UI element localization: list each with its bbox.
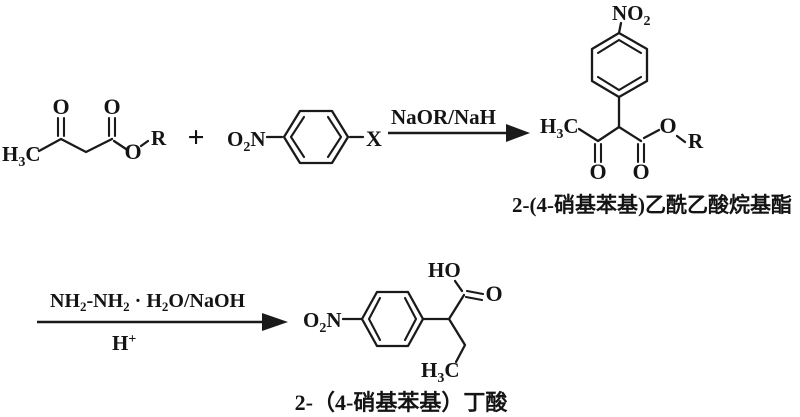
ketone-double-bond: [593, 142, 603, 164]
acid-double-bond: [464, 289, 485, 302]
reactant-acetoacetate: H3C O O O R: [2, 94, 167, 170]
formula-part: H: [112, 331, 128, 355]
product-step1: NO2 H3C O O O R 2-(4-硝基苯基)乙酰乙酸烷基酯: [512, 1, 792, 217]
formula-part: -NH: [87, 290, 124, 312]
formula-part: 3: [18, 155, 25, 170]
formula-part: · H: [130, 290, 163, 312]
ho-label: HO: [428, 258, 461, 282]
o2n-label: O2N: [303, 308, 342, 336]
formula-part: C: [563, 114, 578, 138]
product2-caption: 2-（4-硝基苯基）丁酸: [295, 390, 509, 415]
ester-carbonyl-oxygen-label: O: [103, 94, 120, 119]
ketone-bonds: [577, 125, 621, 143]
ester-carbonyl-double-bond: [636, 142, 646, 164]
benzene-ring-outline: [360, 290, 425, 348]
step1-arrow: NaOR/NaH: [388, 105, 530, 142]
acid-to-ho-bond: [453, 279, 464, 293]
carbonyl-to-ester-oxygen-bond: [112, 139, 128, 151]
step1-reagent-label: NaOR/NaH: [391, 105, 496, 129]
step2-reagent-label: NH2-NH2 · H2O/NaOH: [50, 290, 246, 314]
o2n-label: O2N: [227, 127, 266, 155]
r-group-label: R: [688, 129, 704, 153]
plus-sign: +: [187, 121, 204, 154]
no2-label: NO2: [612, 1, 651, 29]
h3c-label: H3C: [421, 358, 460, 386]
formula-part: +: [128, 332, 136, 347]
h3c-label: H3C: [2, 142, 41, 170]
formula-part: 2: [319, 321, 326, 336]
formula-part: 2: [162, 299, 169, 314]
formula-part: 3: [437, 371, 444, 386]
arrow-head: [506, 124, 530, 142]
ketone-oxygen-label: O: [589, 159, 606, 184]
product1-caption: 2-(4-硝基苯基)乙酰乙酸烷基酯: [512, 193, 792, 217]
formula-part: H: [540, 114, 556, 138]
formula-part: C: [444, 358, 459, 382]
formula-part: N: [326, 308, 341, 332]
formula-part: H: [421, 358, 437, 382]
carbonyl-to-ester-oxygen-bond: [642, 128, 661, 140]
formula-part: 2: [80, 299, 87, 314]
reactant-nitro-halobenzene: O2N X: [227, 109, 382, 165]
formula-part: 2: [644, 14, 651, 29]
benzene-ring-double-bonds: [289, 115, 343, 159]
acid-condition-label: H+: [112, 331, 136, 355]
ketone-oxygen-label: O: [52, 94, 69, 119]
product-step2: O2N HO O H3C 2-（4-硝基苯基）丁酸: [295, 258, 509, 415]
oxygen-to-r-bond: [675, 134, 687, 144]
arrow-head: [262, 313, 288, 331]
benzene-ring-double-bonds: [596, 38, 643, 92]
formula-part: H: [2, 142, 18, 166]
carbon-chain-bonds: [37, 137, 114, 154]
oxygen-to-r-bond: [139, 139, 150, 148]
halogen-x-label: X: [366, 126, 382, 151]
formula-part: 2: [123, 299, 130, 314]
ester-oxygen-label: O: [659, 113, 676, 138]
ch-to-acid-bond: [447, 293, 466, 321]
formula-part: O: [227, 127, 243, 151]
formula-part: 3: [556, 127, 563, 142]
nitro-to-ring-bond: [617, 21, 623, 35]
ester-oxygen-label: O: [124, 139, 141, 164]
ester-carbonyl-oxygen-label: O: [632, 159, 649, 184]
benzene-ring-outline: [282, 109, 350, 165]
formula-part: C: [25, 142, 40, 166]
formula-part: NO: [612, 1, 644, 25]
benzene-ring-double-bonds: [367, 296, 418, 342]
formula-part: NH: [50, 290, 80, 312]
step2-arrow: NH2-NH2 · H2O/NaOH H+: [37, 290, 288, 355]
ester-carbonyl-double-bond: [107, 116, 117, 138]
formula-part: O: [303, 308, 319, 332]
r-group-label: R: [151, 126, 167, 150]
benzene-ring-outline: [590, 31, 649, 99]
ch-to-ester-bond: [617, 125, 643, 143]
acid-oxygen-label: O: [485, 281, 502, 306]
formula-part: 2: [243, 140, 250, 155]
formula-part: O/NaOH: [168, 290, 245, 312]
formula-part: N: [250, 127, 265, 151]
h3c-label: H3C: [540, 114, 579, 142]
ethyl-chain-bonds: [447, 317, 467, 364]
ketone-double-bond: [56, 116, 66, 138]
